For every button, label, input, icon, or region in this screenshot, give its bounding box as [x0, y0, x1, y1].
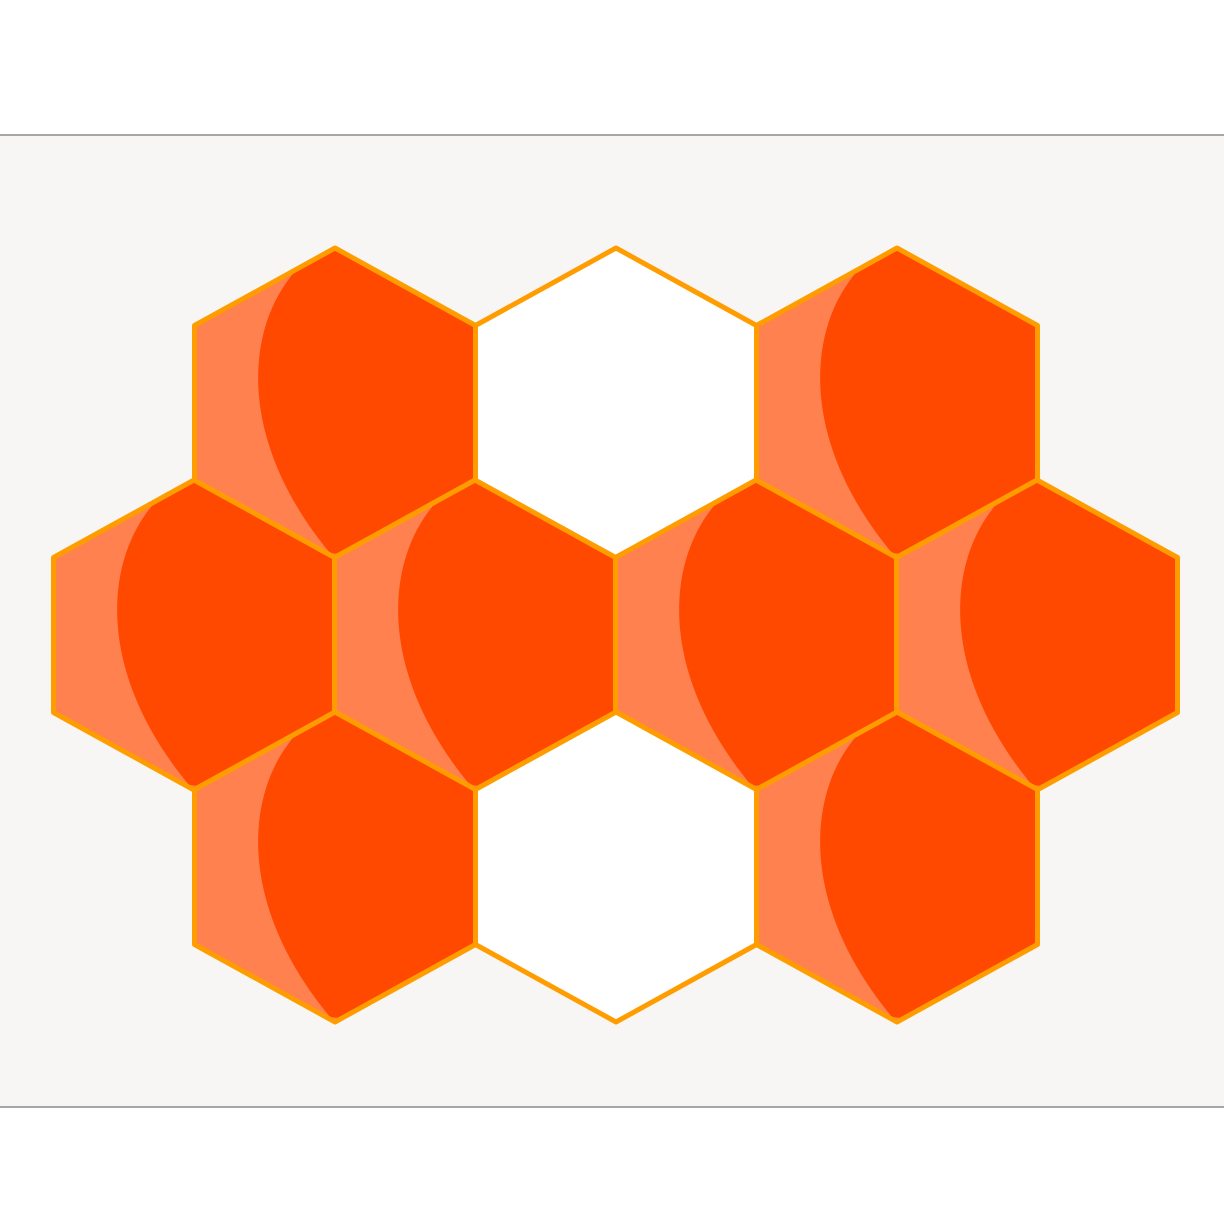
hex-petal-shape [117, 480, 335, 790]
hex-cell-orange [192, 709, 478, 1025]
hex-cell-orange [192, 245, 478, 561]
hex-petal-shape [679, 480, 897, 790]
hex-petal-shape [960, 480, 1178, 790]
hex-cell-orange [332, 477, 618, 793]
hex-petal-shape [258, 248, 476, 558]
hex-petal-shape [820, 712, 1038, 1022]
hex-petal-shape [258, 712, 476, 1022]
hex-cell-orange [754, 245, 1040, 561]
honeycomb-grid [51, 245, 1180, 1025]
hex-cell-orange [754, 709, 1040, 1025]
hex-cell-orange [613, 477, 899, 793]
hex-cell-orange [894, 477, 1180, 793]
hex-outline [754, 709, 1040, 1025]
hex-petal-shape [820, 248, 1038, 558]
hex-petal-shape [398, 480, 616, 790]
